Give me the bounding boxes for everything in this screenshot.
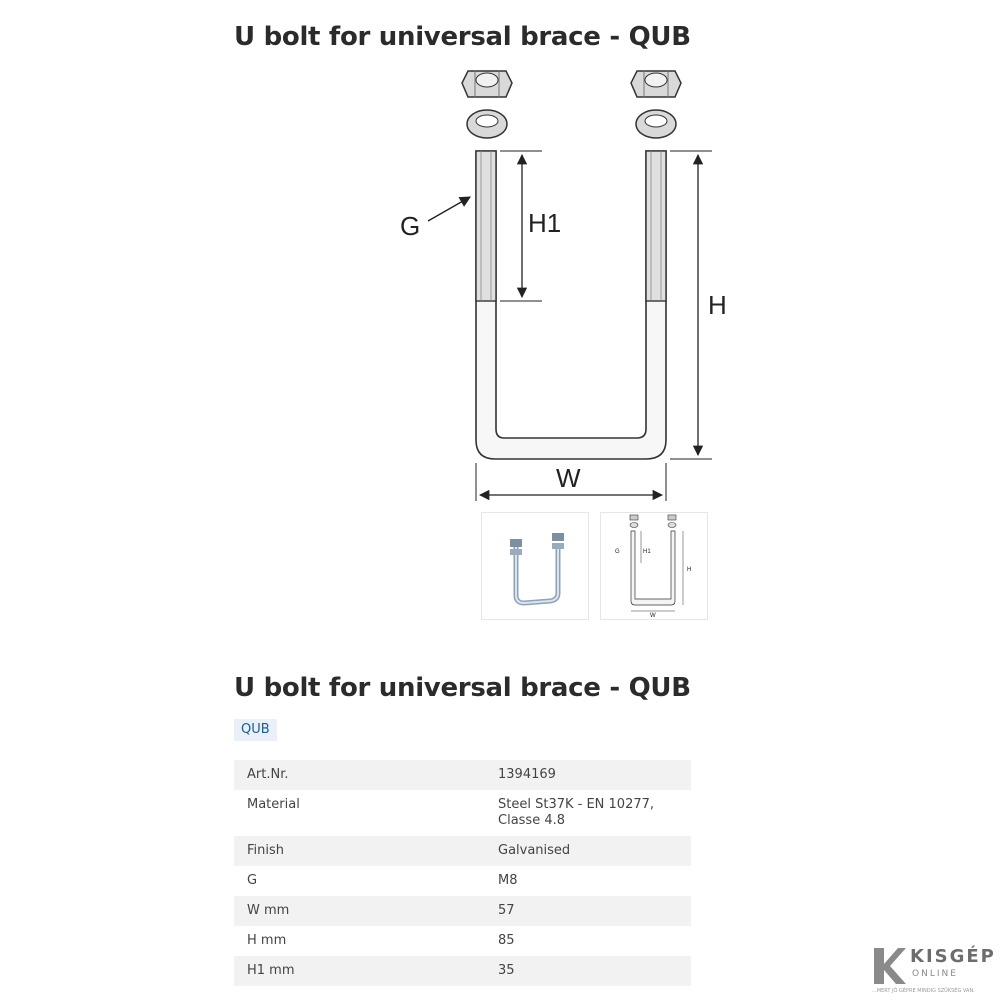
thumb-label-w: W [650,613,656,619]
thumb-label-g: G [615,549,620,555]
hex-nut-right-icon [630,70,682,98]
spec-row: H1 mm 35 [234,956,691,986]
spec-value: 35 [498,963,515,978]
spec-value: 1394169 [498,767,556,782]
logo-tagline: ...MERT JÓ GÉPRE MINDIG SZÜKSÉG VAN. [872,988,975,994]
product-title: U bolt for universal brace - QUB [234,673,691,703]
spring-washer-left-icon [466,109,508,139]
product-photo-thumbnail[interactable] [481,512,589,620]
label-w: W [556,463,581,493]
thumb-label-h: H [687,567,691,573]
label-h: H [708,290,727,320]
spec-key: G [247,873,258,888]
spec-value: 85 [498,933,515,948]
spec-key: Finish [247,843,285,858]
spec-value: M8 [498,873,518,888]
label-h1: H1 [528,208,561,238]
thread-left [475,150,497,302]
spec-key: H mm [247,933,287,948]
spec-row: G M8 [234,866,691,896]
hex-nut-left-icon [461,70,513,98]
spec-row: W mm 57 [234,896,691,926]
spec-row: Finish Galvanised [234,836,691,866]
u-bolt-technical-drawing: H1 G H W [400,70,727,501]
spec-key: H1 mm [247,963,295,978]
spec-key: Art.Nr. [247,767,289,782]
pointer-g [427,196,471,222]
thread-right [645,150,667,302]
spec-row: Material Steel St37K - EN 10277, Classe 4… [234,790,691,836]
technical-drawing-thumbnail[interactable]: H1 G H W [600,512,708,620]
product-code-badge[interactable]: QUB [234,719,277,741]
kisgep-logo: KISGÉP ONLINE ...MERT JÓ GÉPRE MINDIG SZ… [866,942,1000,1000]
spec-key: Material [247,797,300,812]
spec-value: Galvanised [498,843,571,858]
spec-value: Steel St37K - EN 10277, Classe 4.8 [498,797,655,828]
dimension-h [670,150,712,460]
spec-row: H mm 85 [234,926,691,956]
spec-key: W mm [247,903,290,918]
kisgep-logo-icon [874,948,906,984]
logo-name: KISGÉP [910,946,996,967]
label-g: G [400,211,420,241]
u-bolt-body [475,150,667,460]
spec-row: Art.Nr. 1394169 [234,760,691,790]
page-title: U bolt for universal brace - QUB [234,22,691,52]
spec-value: 57 [498,903,515,918]
thumb-label-h1: H1 [643,549,651,555]
dimension-h1 [500,150,542,302]
dimension-w [475,463,667,501]
spring-washer-right-icon [635,109,677,139]
logo-sub: ONLINE [912,969,958,979]
